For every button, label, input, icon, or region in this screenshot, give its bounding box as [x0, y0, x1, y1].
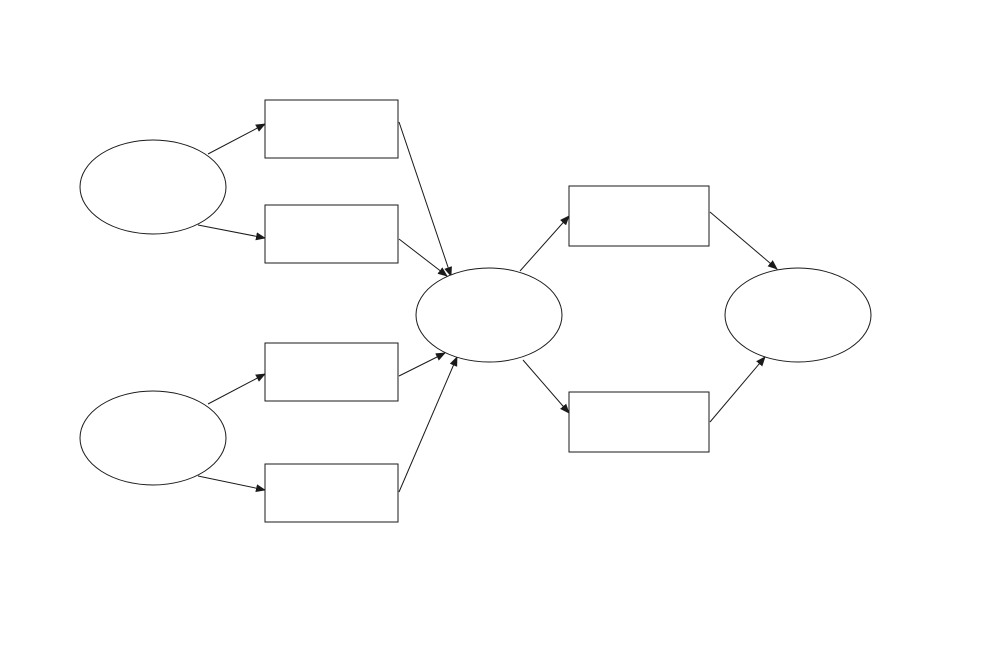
- box-c1-rect: [568, 185, 710, 247]
- box-a1-rect: [264, 99, 399, 159]
- arrow-input-b-to-box-b2: [197, 475, 266, 493]
- input-b-node: [79, 390, 227, 486]
- arrow-box-a1-to-hub: [398, 121, 452, 277]
- arrow-hub-to-box-c1: [519, 215, 570, 272]
- box-b2-node: [264, 463, 399, 523]
- box-c2-node: [568, 391, 710, 453]
- box-a2-node: [264, 204, 399, 264]
- arrow-box-b2-to-hub: [398, 356, 458, 493]
- box-b2-rect: [264, 463, 399, 523]
- arrow-hub-to-box-c2: [522, 359, 570, 414]
- arrow-box-a2-to-hub: [398, 238, 448, 277]
- output-ellipse: [724, 267, 872, 363]
- arrow-input-a-to-box-a2: [197, 224, 266, 241]
- output-node: [724, 267, 872, 363]
- edges-layer: [197, 121, 778, 493]
- arrow-box-b1-to-hub: [398, 352, 446, 377]
- arrow-input-b-to-box-b1: [207, 373, 266, 405]
- box-b1-node: [264, 342, 399, 402]
- input-b-ellipse: [79, 390, 227, 486]
- hub-node: [415, 267, 563, 363]
- hub-ellipse: [415, 267, 563, 363]
- box-a1-node: [264, 99, 399, 159]
- box-c1-node: [568, 185, 710, 247]
- arrow-box-c2-to-output: [709, 356, 766, 423]
- nodes-layer: [79, 99, 872, 523]
- box-b1-rect: [264, 342, 399, 402]
- box-c2-rect: [568, 391, 710, 453]
- arrow-box-c1-to-output: [709, 211, 778, 270]
- arrow-input-a-to-box-a1: [207, 123, 266, 155]
- box-a2-rect: [264, 204, 399, 264]
- input-a-node: [79, 139, 227, 235]
- input-a-ellipse: [79, 139, 227, 235]
